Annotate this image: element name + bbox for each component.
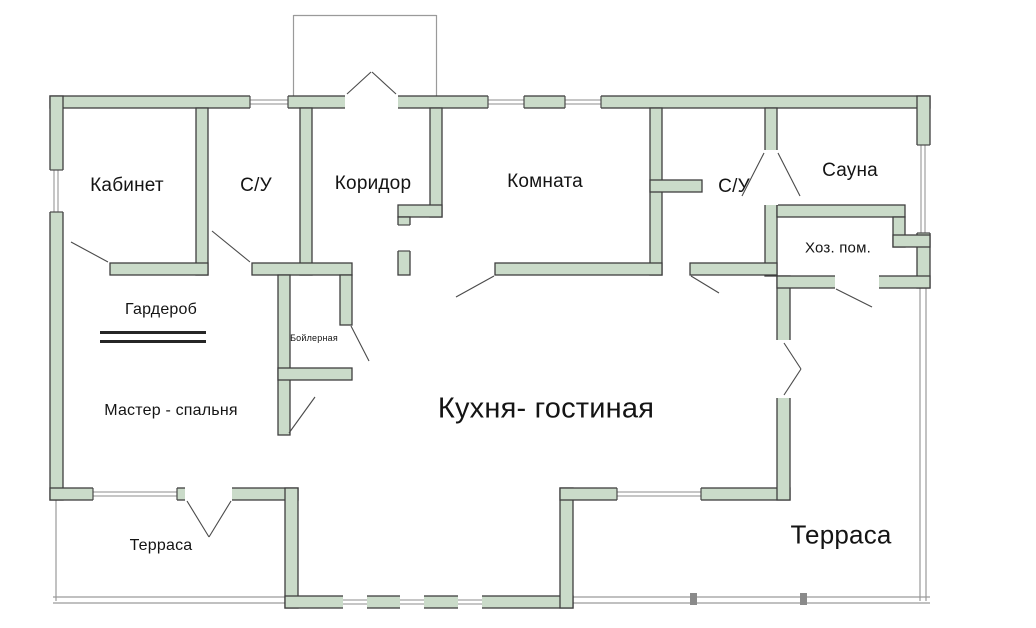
window-kitchen-south bbox=[617, 487, 701, 501]
door-leaf-bedroom-terrace-left bbox=[186, 500, 210, 538]
window-bay-2 bbox=[400, 595, 424, 609]
room-label-kitchen-living: Кухня- гостиная bbox=[437, 392, 655, 425]
room-label-sauna: Сауна bbox=[822, 160, 878, 181]
terrace-post bbox=[690, 593, 697, 605]
room-label-corridor: Коридор bbox=[334, 173, 412, 194]
wardrobe-rod-line2 bbox=[100, 340, 206, 343]
door-leaf-entry-right bbox=[371, 71, 397, 95]
room-label-wardrobe: Гардероб bbox=[125, 301, 197, 318]
door-leaf-boiler bbox=[350, 325, 370, 362]
room-label-office: Кабинет bbox=[90, 175, 164, 196]
door-leaf-sauna-left bbox=[741, 152, 765, 197]
wall-bay-right bbox=[559, 487, 574, 609]
terrace-post bbox=[800, 593, 807, 605]
room-label-boiler: Бойлерная bbox=[290, 333, 338, 343]
room-label-terrace-right: Терраса bbox=[790, 519, 892, 550]
opening-corridor-pass bbox=[397, 225, 411, 251]
door-leaf-entry-left bbox=[346, 71, 372, 95]
door-opening-bedroom-terrace bbox=[185, 487, 232, 501]
door-leaf-kitchen-terrace-bottom bbox=[783, 368, 802, 396]
room-label-bathroom2: С/У bbox=[718, 176, 750, 197]
wall-bay-bottom bbox=[284, 595, 574, 609]
window-bay-3 bbox=[458, 595, 482, 609]
wall-bath-corridor-divider bbox=[299, 107, 313, 276]
window-top-3 bbox=[565, 95, 601, 109]
wardrobe-rod bbox=[100, 331, 206, 343]
window-left-office bbox=[49, 170, 64, 212]
wall-bath2-stub bbox=[649, 179, 703, 193]
wall-boiler-bottom bbox=[277, 367, 353, 381]
wall-corridor-room-divider bbox=[429, 107, 443, 218]
room-label-terrace-left: Терраса bbox=[129, 537, 193, 554]
door-leaf-bedroom bbox=[288, 396, 316, 434]
door-leaf-bathroom1 bbox=[211, 230, 251, 263]
wall-left bbox=[49, 95, 64, 501]
wall-office-bath-divider bbox=[195, 107, 209, 276]
door-openings bbox=[185, 95, 879, 501]
wall-room-bottom bbox=[494, 262, 663, 276]
wall-bath-boiler-top bbox=[251, 262, 353, 276]
wall-bath2-bottom bbox=[689, 262, 778, 276]
door-leaf-utility-terrace bbox=[835, 288, 873, 308]
room-label-bathroom1: С/У bbox=[240, 175, 272, 196]
window-top-1 bbox=[250, 95, 288, 109]
porch-outline bbox=[292, 14, 438, 96]
wall-utility-niche-horizontal bbox=[892, 234, 931, 248]
door-opening-utility-terrace bbox=[835, 275, 879, 289]
room-label-utility: Хоз. пом. bbox=[805, 239, 871, 257]
door-opening-kitchen-terrace bbox=[776, 340, 791, 398]
door-leaf-kitchen-terrace-top bbox=[783, 342, 802, 370]
door-opening-entry bbox=[345, 95, 398, 109]
windows bbox=[49, 95, 931, 609]
wall-office-bottom bbox=[109, 262, 209, 276]
wall-sauna-bottom bbox=[776, 204, 906, 218]
door-leaf-bathroom2 bbox=[690, 275, 720, 294]
wall-bay-left bbox=[284, 487, 299, 609]
window-bedroom-south bbox=[93, 487, 177, 501]
window-right-sauna bbox=[916, 145, 931, 233]
door-leaf-office bbox=[70, 241, 109, 263]
window-top-2 bbox=[488, 95, 524, 109]
door-swings bbox=[70, 71, 873, 538]
door-leaf-sauna-right bbox=[777, 152, 801, 197]
wall-boiler-right bbox=[339, 274, 353, 326]
room-label-master-bedroom: Мастер - спальня bbox=[104, 402, 238, 419]
wall-bedroom-divider bbox=[277, 274, 291, 436]
wall-corridor-l-horizontal bbox=[397, 204, 443, 218]
door-leaf-bedroom-terrace-right bbox=[208, 500, 232, 538]
wardrobe-rod-line1 bbox=[100, 331, 206, 334]
terrace-outlines bbox=[53, 288, 930, 605]
window-bay-1 bbox=[343, 595, 367, 609]
room-label-room: Комната bbox=[507, 171, 583, 192]
door-opening-sauna bbox=[764, 150, 778, 205]
door-leaf-room bbox=[455, 275, 495, 298]
